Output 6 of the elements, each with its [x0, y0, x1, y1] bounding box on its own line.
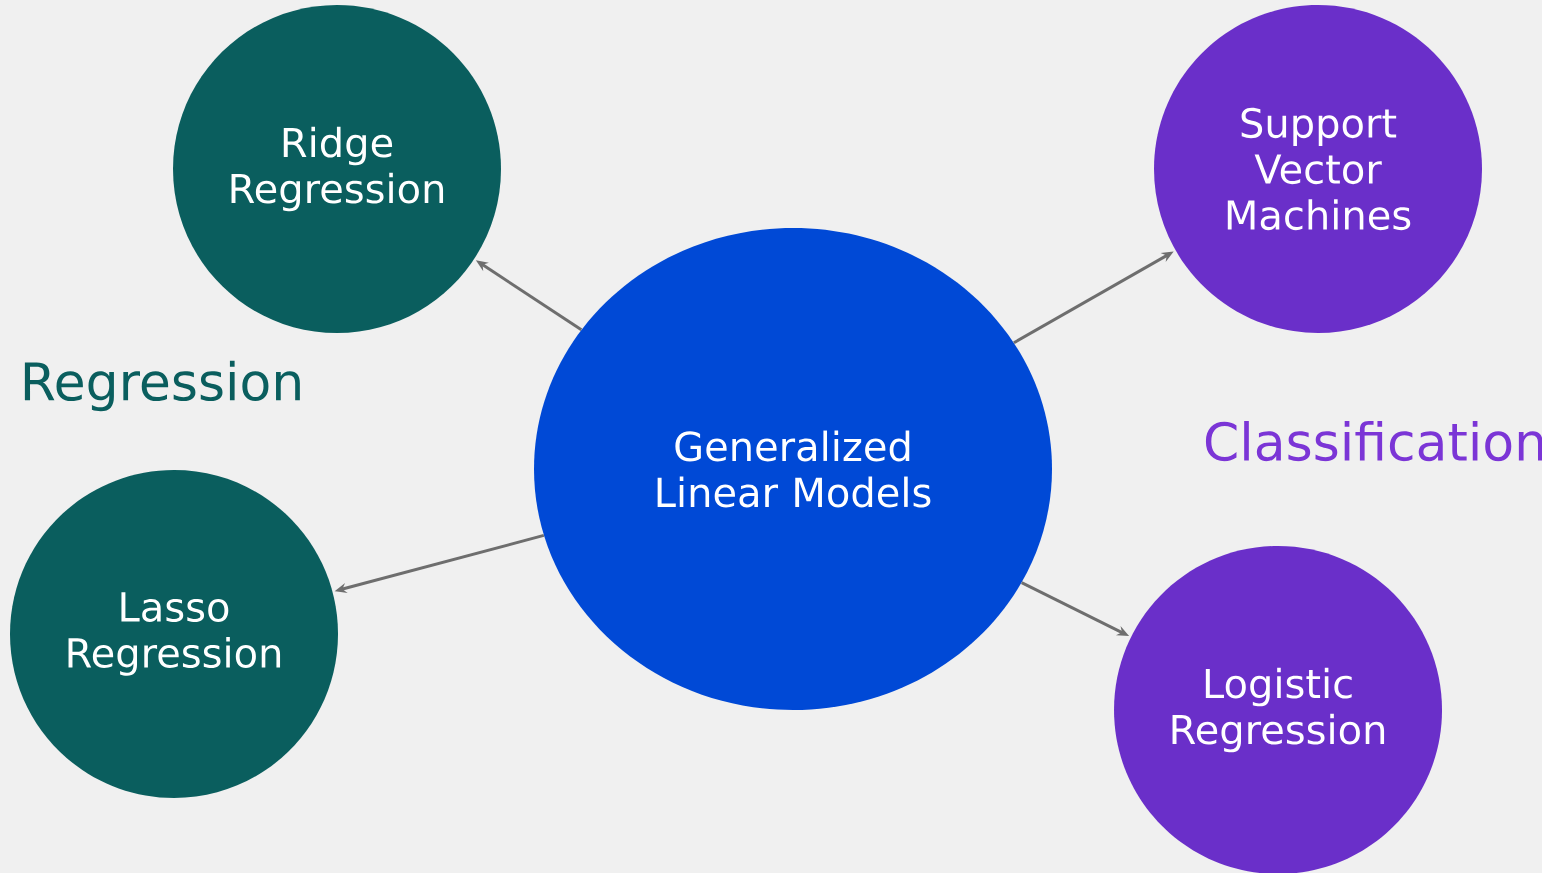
category-label: Regression — [24, 360, 300, 412]
circle-node: Ridge Regression — [173, 5, 501, 333]
ellipse-node: Generalized Linear Models — [534, 228, 1052, 710]
category-label: Classification — [1205, 420, 1542, 462]
circle-node: Support Vector Machines — [1154, 5, 1482, 333]
circle-node: Lasso Regression — [10, 470, 338, 798]
